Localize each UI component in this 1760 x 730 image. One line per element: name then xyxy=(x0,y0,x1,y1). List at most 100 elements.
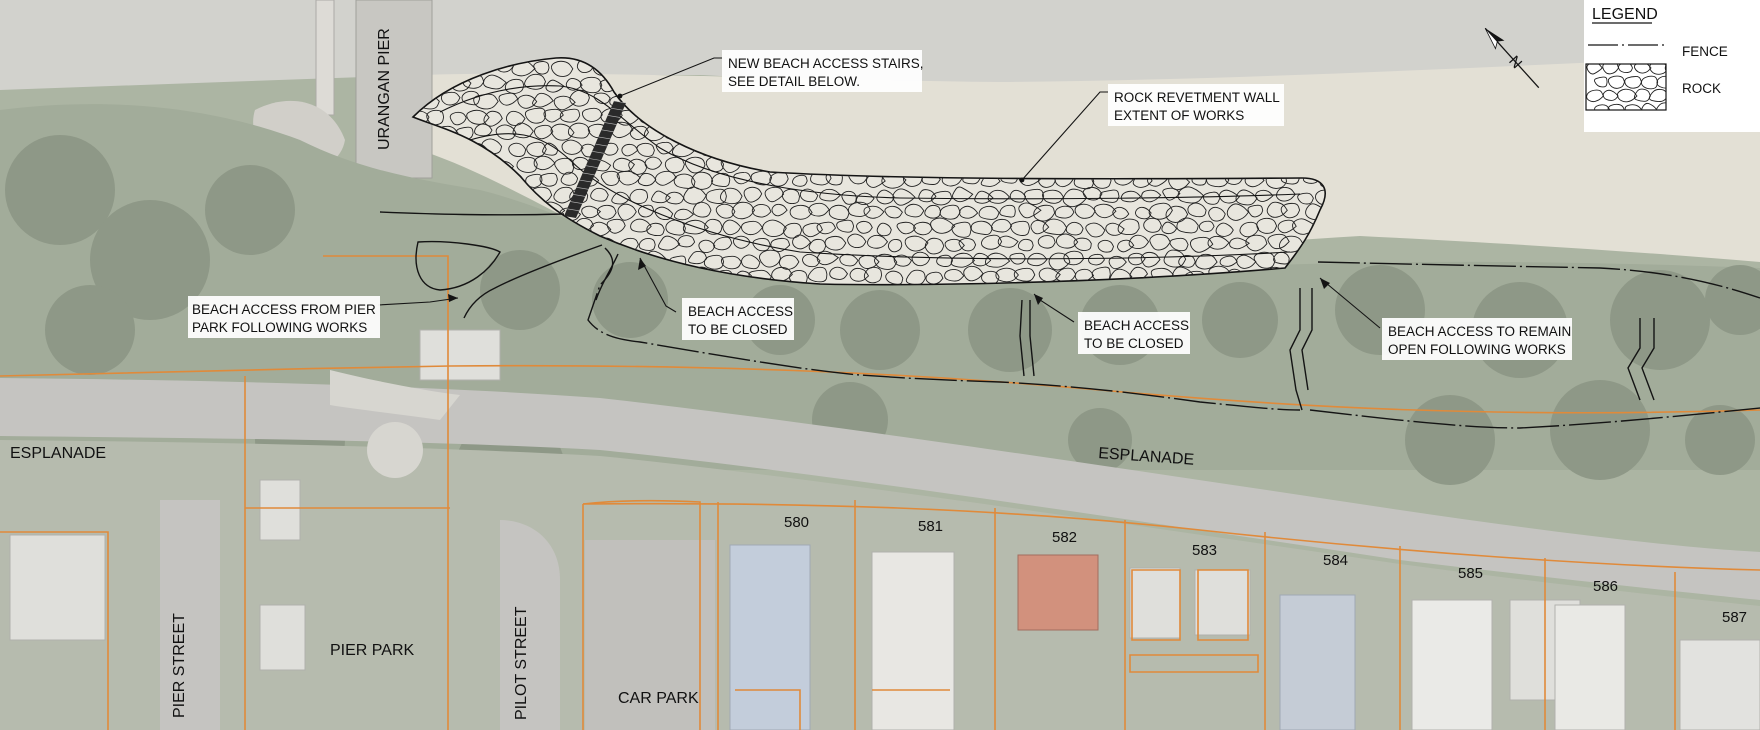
rock-outline xyxy=(950,252,976,268)
rock-outline xyxy=(1017,238,1034,252)
rock-outline xyxy=(1255,189,1274,202)
legend-rock-outline xyxy=(1602,64,1620,75)
stair-tread xyxy=(582,172,595,176)
rock-outline xyxy=(611,191,630,205)
lot-number: 587 xyxy=(1722,609,1747,626)
rock-outline xyxy=(816,221,837,235)
rock-outline xyxy=(474,123,493,137)
rock-outline xyxy=(532,92,554,108)
rock-outline xyxy=(991,218,1013,233)
rock-outline xyxy=(924,204,941,219)
rock-outline xyxy=(743,186,763,203)
rock-outline xyxy=(1245,234,1268,252)
callout-pier-access-line2: PARK FOLLOWING WORKS xyxy=(192,320,367,335)
rock-outline xyxy=(944,238,965,252)
rock-outline xyxy=(617,203,637,221)
callout-closed-1-line1: BEACH ACCESS xyxy=(688,304,793,319)
legend-rock-outline xyxy=(1664,64,1666,72)
car-park-surface xyxy=(585,540,715,730)
legend-rock-outline xyxy=(1586,64,1603,75)
rock-outline xyxy=(1027,252,1048,267)
rock-outline xyxy=(1247,204,1264,218)
rock-outline xyxy=(808,238,827,254)
rock-outline xyxy=(1009,252,1026,265)
rock-outline xyxy=(533,61,550,75)
rock-outline xyxy=(799,188,819,203)
rock-outline xyxy=(569,89,590,107)
stair-tread xyxy=(607,115,620,118)
rock-outline xyxy=(1319,172,1326,190)
rock-outline xyxy=(495,124,517,140)
rock-outline xyxy=(1108,255,1127,270)
rock-outline xyxy=(713,236,733,251)
rock-outline xyxy=(1042,189,1064,204)
rock-outline xyxy=(963,265,984,282)
rock-outline xyxy=(741,254,761,270)
rock-outline xyxy=(1229,237,1251,250)
rock-outline xyxy=(987,189,1011,204)
rock-outline xyxy=(1169,237,1189,252)
rock-outline xyxy=(413,110,430,125)
legend-rock-outline xyxy=(1633,88,1651,102)
callout-revetment-line1: ROCK REVETMENT WALL xyxy=(1114,90,1280,105)
rock-outline xyxy=(593,92,611,104)
rock-outline xyxy=(658,235,681,251)
rock-outline xyxy=(1176,217,1199,234)
stair-tread xyxy=(570,201,583,204)
rock-outline xyxy=(554,157,575,175)
rock-outline xyxy=(719,187,743,205)
legend-rock-outline xyxy=(1641,102,1658,110)
rock-outline xyxy=(867,234,889,249)
rock-outline xyxy=(483,110,503,127)
rock-outline xyxy=(466,109,490,125)
rock-outline xyxy=(1149,233,1171,251)
rock-outline xyxy=(778,254,800,270)
rock-outline xyxy=(646,222,665,237)
stair-tread xyxy=(588,158,602,161)
rock-outline xyxy=(542,142,559,156)
callout-stairs: NEW BEACH ACCESS STAIRS, SEE DETAIL BELO… xyxy=(722,50,924,92)
rock-outline xyxy=(789,269,808,285)
rock-outline xyxy=(722,219,742,236)
rock-outline xyxy=(764,186,785,203)
callout-closed-2: BEACH ACCESS TO BE CLOSED xyxy=(1078,312,1190,354)
callout-closed-1: BEACH ACCESS TO BE CLOSED xyxy=(682,298,794,340)
label-esplanade-east: ESPLANADE xyxy=(1098,445,1195,469)
legend-rock-outline xyxy=(1602,89,1619,101)
rock-outline xyxy=(1038,267,1061,283)
rock-outline xyxy=(931,190,953,206)
rock-outline xyxy=(550,123,575,141)
rock-outline xyxy=(426,109,445,126)
legend-rock-outline xyxy=(1641,75,1659,90)
rock-outline xyxy=(449,111,467,126)
lot-number: 581 xyxy=(918,518,943,535)
legend-rock-outline xyxy=(1624,76,1642,89)
rock-outline xyxy=(1275,186,1296,202)
rock-outline xyxy=(981,234,1003,250)
callout-pier-access: BEACH ACCESS FROM PIER PARK FOLLOWING WO… xyxy=(188,296,380,338)
rock-outline xyxy=(1267,233,1290,250)
rock-outline xyxy=(1091,266,1111,283)
legend-rock-outline xyxy=(1594,104,1611,110)
lot-number: 580 xyxy=(784,514,809,531)
rock-outline xyxy=(621,143,639,157)
legend-rock-outline xyxy=(1633,64,1652,74)
park-roundabout xyxy=(367,422,423,478)
rock-outline xyxy=(1074,203,1096,219)
rock-outline xyxy=(1088,253,1105,266)
rock-outline xyxy=(1162,187,1181,201)
legend-rock-outline xyxy=(1648,88,1666,102)
rock-outline xyxy=(892,188,916,206)
rock-outline xyxy=(655,141,674,155)
label-pilot-street: PILOT STREET xyxy=(513,606,530,720)
label-esplanade-west: ESPLANADE xyxy=(10,445,106,462)
rock-outline xyxy=(1140,251,1161,268)
rock-outline xyxy=(673,208,694,221)
stair-tread xyxy=(601,129,614,133)
rock-outline xyxy=(1208,206,1226,222)
lot-number: 583 xyxy=(1192,542,1217,559)
label-urangan-pier: URANGAN PIER xyxy=(376,28,393,150)
rock-outline xyxy=(1120,190,1142,203)
rock-outline xyxy=(559,108,581,123)
